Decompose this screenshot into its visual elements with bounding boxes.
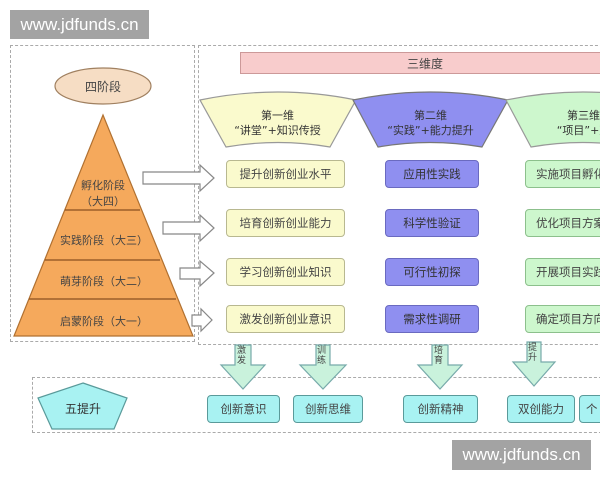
stage-arrows bbox=[142, 163, 215, 333]
dim1-item: 激发创新创业意识 bbox=[226, 305, 345, 333]
dimensions-panel bbox=[198, 45, 600, 345]
dimension-subtitle: “实践”+能力提升 bbox=[387, 124, 474, 137]
arrow-label: 培育 bbox=[434, 346, 444, 366]
stages-panel bbox=[10, 45, 195, 342]
improvements-pentagon bbox=[37, 382, 128, 430]
dim2-item: 科学性验证 bbox=[385, 209, 479, 237]
stage-level-4: 孵化阶段 （大四） bbox=[81, 179, 125, 208]
dim2-item: 可行性初探 bbox=[385, 258, 479, 286]
hollow-arrow-icon bbox=[162, 213, 215, 243]
dim1-item: 培育创新创业能力 bbox=[226, 209, 345, 237]
arrow-label: 提升 bbox=[528, 343, 538, 363]
dimension-2-header: 第二维 “实践”+能力提升 bbox=[368, 108, 493, 138]
dimension-name: 第二维 bbox=[414, 109, 447, 122]
improvements-title: 五提升 bbox=[64, 402, 101, 416]
pyramid bbox=[13, 113, 194, 337]
dim1-item: 学习创新创业知识 bbox=[226, 258, 345, 286]
improvement-item: 个 bbox=[579, 395, 600, 423]
down-arrows bbox=[219, 341, 557, 390]
dim2-item: 需求性调研 bbox=[385, 305, 479, 333]
hollow-arrow-icon bbox=[142, 163, 215, 193]
stages-title: 四阶段 bbox=[84, 80, 121, 94]
stage-level-3: 实践阶段（大三） bbox=[60, 234, 148, 247]
dimension-name: 第三维 bbox=[567, 109, 600, 122]
watermark-bottom: www.jdfunds.cn bbox=[452, 440, 591, 470]
arrow-label: 训练 bbox=[317, 346, 327, 366]
dim3-item: 开展项目实践 bbox=[525, 258, 600, 286]
dimension-subtitle: “讲堂”+知识传授 bbox=[234, 124, 321, 137]
fan-dimension-3 bbox=[505, 91, 600, 148]
dimension-3-header: 第三维 “项目”+双 bbox=[521, 108, 600, 138]
dim3-item: 确定项目方向 bbox=[525, 305, 600, 333]
watermark-top: www.jdfunds.cn bbox=[10, 10, 149, 39]
dim3-item: 实施项目孵化 bbox=[525, 160, 600, 188]
improvement-item: 创新意识 bbox=[207, 395, 280, 423]
dim1-item: 提升创新创业水平 bbox=[226, 160, 345, 188]
stage-level-1: 启蒙阶段（大一） bbox=[60, 315, 148, 328]
stage-level-2: 萌芽阶段（大二） bbox=[60, 275, 148, 288]
dimension-name: 第一维 bbox=[261, 109, 294, 122]
dim2-item: 应用性实践 bbox=[385, 160, 479, 188]
dimensions-title-bar: 三维度 bbox=[240, 52, 600, 74]
dimension-1-header: 第一维 “讲堂”+知识传授 bbox=[215, 108, 340, 138]
improvement-item: 双创能力 bbox=[507, 395, 575, 423]
improvement-item: 创新精神 bbox=[403, 395, 478, 423]
improvement-item: 创新思维 bbox=[293, 395, 363, 423]
down-arrow-icon bbox=[511, 341, 557, 387]
stages-title-ellipse bbox=[54, 67, 152, 105]
arrow-label: 激发 bbox=[237, 346, 247, 366]
hollow-arrow-icon bbox=[191, 307, 213, 333]
down-arrow-icon bbox=[219, 344, 267, 390]
hollow-arrow-icon bbox=[179, 259, 215, 288]
dimension-subtitle: “项目”+双 bbox=[556, 124, 600, 137]
dim3-item: 优化项目方案 bbox=[525, 209, 600, 237]
down-arrow-icon bbox=[298, 344, 348, 390]
down-arrow-icon bbox=[416, 344, 464, 390]
